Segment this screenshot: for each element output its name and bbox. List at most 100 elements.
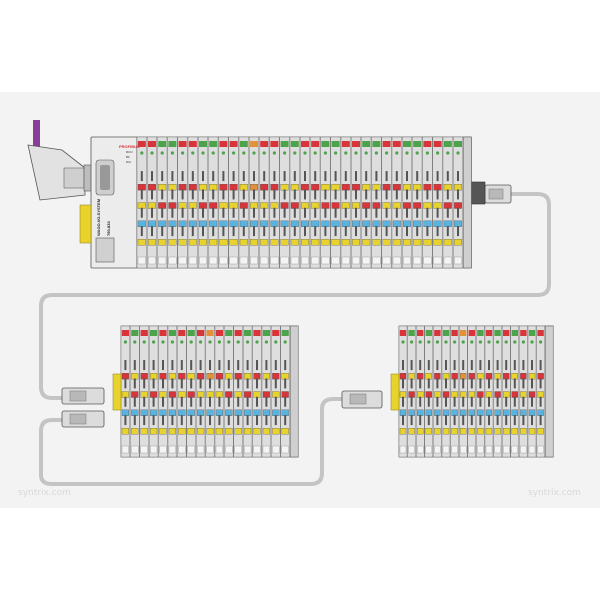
io-module-led [313,151,317,155]
io-module-status-strip [159,330,167,336]
io-module-led [191,151,195,155]
io-module-led [262,151,266,155]
io-module-led [170,151,174,155]
io-module-spring-clamp [151,189,153,200]
io-module-led [374,151,378,155]
io-module-terminal [442,409,450,416]
io-module-terminal [352,202,360,209]
io-module-spring-clamp [171,415,174,426]
io-module-spring-clamp [385,189,388,200]
io-module-terminal [131,373,139,380]
io-module [476,325,485,458]
io-module [422,136,433,269]
io-module-spring-clamp [314,226,317,237]
io-module-spring-clamp [209,360,211,371]
io-module-terminal [215,409,223,416]
io-module-terminal [229,220,238,227]
io-module-led [255,340,259,344]
io-module-spring-clamp [162,415,164,426]
io-module-status-strip [158,141,167,147]
io-module-terminal [168,220,177,227]
io-module [120,325,131,458]
io-module-spring-clamp [199,396,202,407]
io-module-spring-clamp [426,189,429,200]
io-module-led [461,340,465,344]
io-module-led [264,340,268,344]
io-module [310,136,321,269]
io-module-spring-clamp [496,378,499,389]
io-module-spring-clamp [462,360,465,371]
io-module-terminal [423,239,432,246]
io-module-marker [270,256,279,265]
io-module-spring-clamp [522,378,525,389]
io-module-terminal [159,428,167,435]
io-module-marker [262,445,270,454]
io-module-terminal [197,428,205,435]
io-module-status-strip [209,141,218,147]
coupler-model-label: 750-833 [106,221,111,236]
io-module-terminal [219,184,228,191]
io-module-spring-clamp [314,171,317,182]
io-module-terminal [131,391,139,398]
io-module-status-strip [537,330,544,336]
io-module-spring-clamp [406,207,408,218]
io-module-marker [352,256,360,265]
io-module-spring-clamp [365,207,368,218]
io-module-terminal [270,202,279,209]
io-module-status-strip [477,330,484,336]
io-module-status-strip [301,141,309,147]
io-module-spring-clamp [446,189,449,200]
io-module [177,136,188,269]
io-module-marker [272,445,280,454]
io-module-spring-clamp [232,207,235,218]
io-module-terminal [460,428,467,435]
io-module-terminal [280,239,289,246]
io-module-terminal [413,220,422,227]
io-module-terminal [399,391,407,398]
io-module-marker [215,445,223,454]
io-module-terminal [503,428,510,435]
io-module-terminal [250,184,258,191]
rack-2-din-clip [112,373,122,411]
io-module-marker [158,256,167,265]
io-module-marker [520,445,527,454]
io-module-spring-clamp [416,226,419,237]
io-module-terminal [158,184,167,191]
io-module-spring-clamp [171,189,174,200]
io-module-spring-clamp [410,360,413,371]
io-module-marker [341,256,350,265]
io-module-terminal [178,202,187,209]
io-module-terminal [425,428,432,435]
io-module-terminal [158,220,167,227]
io-module-spring-clamp [171,378,174,389]
io-module-terminal [503,409,510,416]
io-module-spring-clamp [191,171,194,182]
io-module [351,136,362,269]
rack-3 [390,325,554,458]
io-module-status-strip [215,330,223,336]
io-module [228,136,239,269]
io-module-spring-clamp [334,171,337,182]
io-module-terminal [372,184,381,191]
io-module [238,136,249,269]
io-module-spring-clamp [246,415,249,426]
io-module-terminal [311,184,320,191]
io-module-spring-clamp [334,207,337,218]
io-module-status-strip [403,141,411,147]
io-module-led [274,340,278,344]
io-module-terminal [511,428,518,435]
io-module-terminal [468,373,475,380]
io-module-terminal [140,428,148,435]
io-module-terminal [178,220,187,227]
io-module-spring-clamp [416,171,419,182]
io-module-terminal [451,409,458,416]
io-module-spring-clamp [344,207,347,218]
io-module-status-strip [260,141,269,147]
io-module-marker [140,445,148,454]
io-module-spring-clamp [355,207,357,218]
io-module-led [470,340,474,344]
io-module-marker [413,256,422,265]
io-module-terminal [262,391,270,398]
io-module-spring-clamp [161,207,164,218]
io-module-terminal [433,239,442,246]
